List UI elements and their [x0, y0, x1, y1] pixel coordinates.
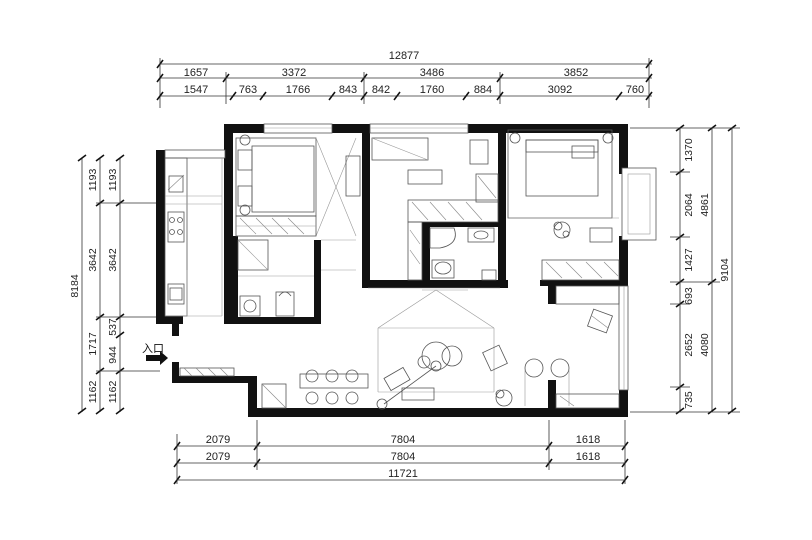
left-dimensions: 8184 1193 3642 1717 1162 1193 3642 537 9… — [69, 154, 160, 415]
top-dimensions: 12877 1657 3372 3486 3852 1547 763 1766 … — [156, 50, 653, 108]
dim-bottom-r2-2: 1618 — [576, 451, 600, 463]
dim-top-r1-1: 3372 — [282, 67, 306, 79]
windows — [164, 123, 657, 391]
dim-right-c2-1: 4080 — [699, 333, 711, 357]
dim-top-r1-0: 1657 — [184, 67, 208, 79]
living-dining — [179, 285, 620, 410]
dim-right-c1-0: 1370 — [683, 138, 695, 162]
dim-top-r1-3: 3852 — [564, 67, 588, 79]
right-dimensions: 1370 2064 1427 693 2652 735 4861 4080 91… — [630, 124, 740, 415]
dim-bottom-r1-2: 1618 — [576, 434, 600, 446]
dim-bottom-r1-1: 7804 — [391, 434, 415, 446]
dim-right-c1-2: 1427 — [683, 248, 695, 272]
dim-top-r2-3: 843 — [339, 84, 357, 96]
dim-right-c1-1: 2064 — [683, 193, 695, 217]
bathroom-2 — [429, 227, 497, 281]
dim-top-r2-7: 3092 — [548, 84, 572, 96]
dim-left-c2-3: 944 — [107, 346, 119, 364]
dim-left-c1-0: 1193 — [87, 169, 99, 192]
entrance-arrow — [146, 351, 168, 365]
dim-top-r1-2: 3486 — [420, 67, 444, 79]
dim-right-overall: 9104 — [719, 258, 731, 282]
dim-bottom-overall: 11721 — [388, 468, 418, 480]
dim-bottom-r2-0: 2079 — [206, 451, 230, 463]
dim-top-r2-5: 1760 — [420, 84, 444, 96]
dim-bottom-r1-0: 2079 — [206, 434, 230, 446]
dim-right-c2-0: 4861 — [699, 193, 711, 217]
walls — [156, 124, 628, 417]
dim-left-c1-1: 3642 — [87, 248, 99, 272]
bedroom-1 — [235, 134, 361, 237]
bathroom-1 — [237, 239, 314, 317]
dim-left-c1-3: 1162 — [87, 381, 99, 404]
dim-right-c1-4: 2652 — [683, 333, 695, 357]
dim-left-c2-2: 537 — [107, 318, 119, 336]
entrance: 入口 — [142, 342, 168, 365]
dim-top-r2-8: 760 — [626, 84, 644, 96]
dim-bottom-r2-1: 7804 — [391, 451, 415, 463]
doors — [165, 239, 356, 317]
bottom-dimensions: 2079 7804 1618 2079 7804 1618 11721 — [173, 420, 629, 485]
dim-right-c1-5: 735 — [683, 391, 695, 409]
dim-right-c1-3: 693 — [683, 287, 695, 305]
dim-left-c1-2: 1717 — [87, 332, 99, 356]
bedroom-2 — [371, 137, 499, 281]
entrance-label: 入口 — [142, 342, 164, 355]
dim-left-c2-0: 1193 — [107, 169, 119, 192]
kitchen — [164, 157, 223, 317]
dim-top-r2-1: 763 — [239, 84, 257, 96]
dim-top-overall: 12877 — [389, 50, 420, 62]
dim-top-r2-0: 1547 — [184, 84, 208, 96]
dim-top-r2-6: 884 — [474, 84, 492, 96]
dim-top-r2-2: 1766 — [286, 84, 310, 96]
master-bedroom — [507, 129, 620, 281]
dim-top-r2-4: 842 — [372, 84, 390, 96]
dim-left-c2-4: 1162 — [107, 381, 119, 404]
dim-left-c2-1: 3642 — [107, 248, 119, 272]
dim-left-overall: 8184 — [69, 274, 81, 298]
